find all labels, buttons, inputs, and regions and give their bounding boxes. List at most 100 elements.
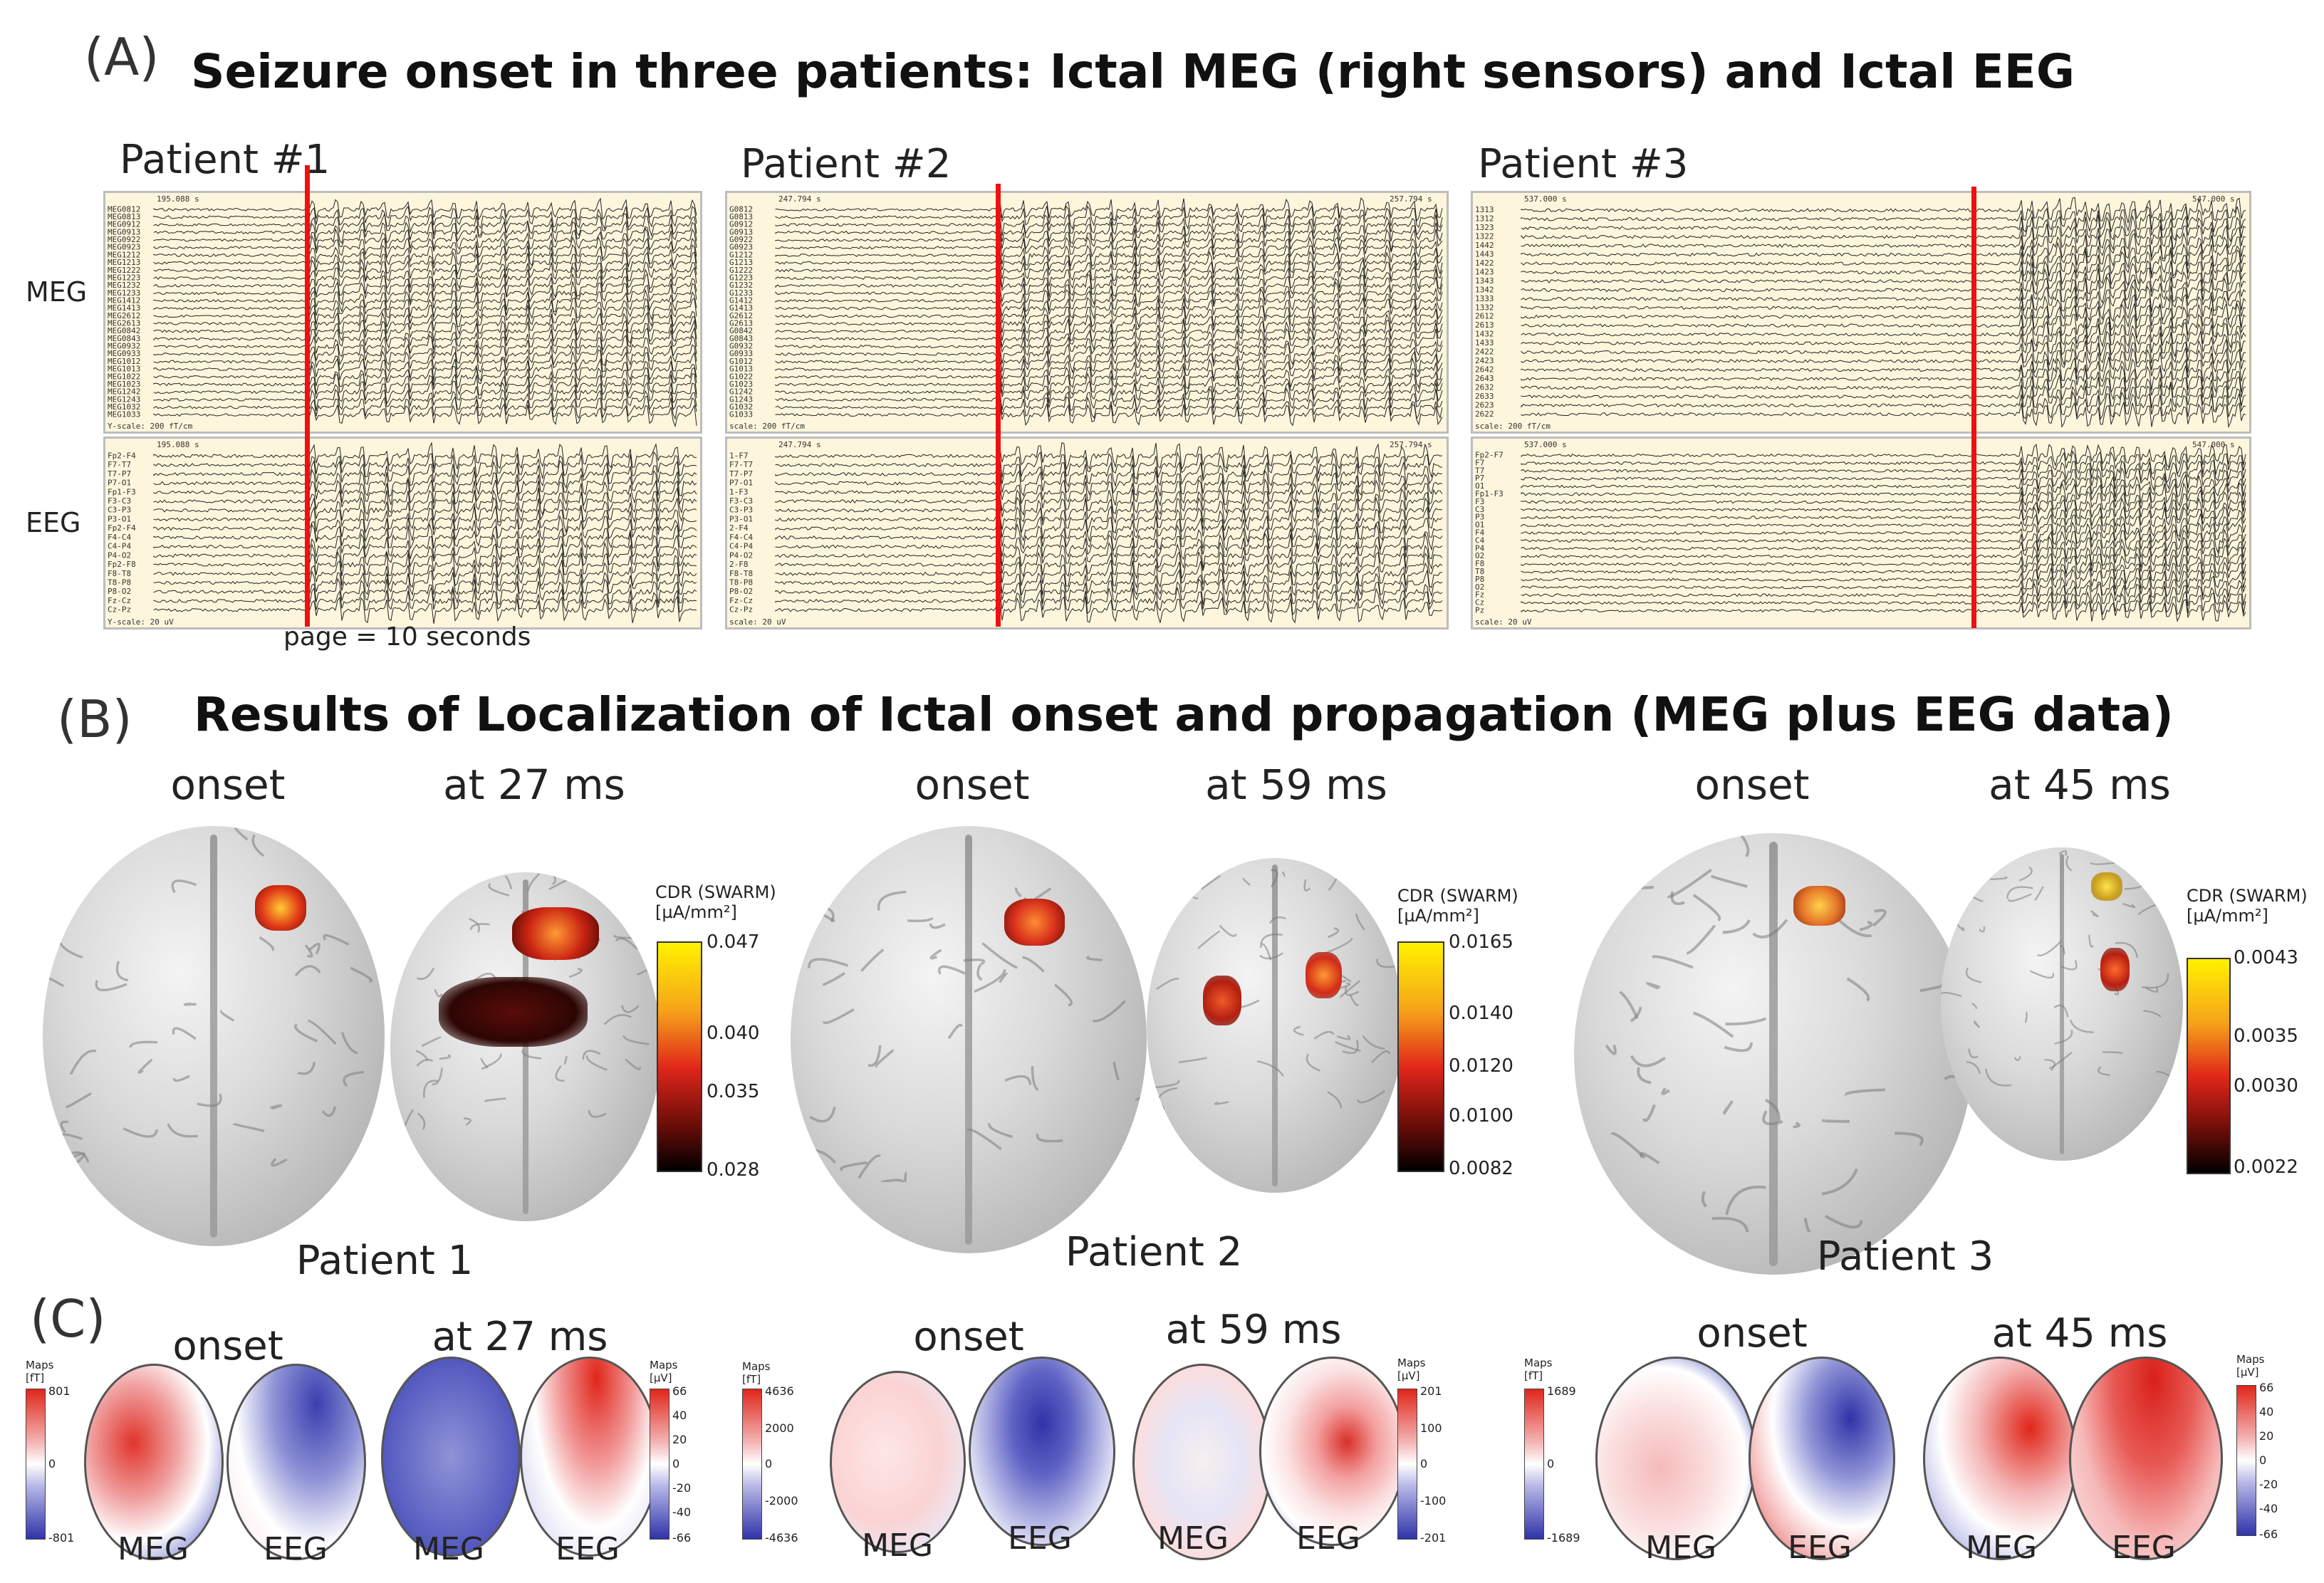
p2-onset-activation [1004,899,1065,946]
channel-label: MEG0912 [108,220,140,229]
sulcus-line [60,1120,69,1133]
c2-later-eeg-label: EEG [1296,1520,1360,1557]
channel-trace [1521,241,2246,269]
sulcus-line [129,1040,158,1048]
channel-label: G0842 [729,326,753,335]
channel-trace [1521,320,2246,349]
sulcus-line [432,883,446,890]
sulcus-line [1342,1040,1359,1054]
sulcus-line [791,907,818,920]
channel-trace [1521,338,2246,366]
channel-label: C3-P3 [729,506,753,515]
sulcus-line [1944,876,1964,891]
sulcus-line [1622,856,1645,882]
sulcus-line [132,826,143,832]
p2-later-caption: at 59 ms [1205,761,1387,809]
sulcus-line [2137,902,2159,916]
channel-trace [775,214,1443,237]
sulcus-line [2090,862,2117,865]
page-duration-note: page = 10 seconds [283,622,531,652]
channel-label: P7 [1475,474,1484,483]
sulcus-line [2090,910,2099,918]
channel-label: Fp1-F3 [108,487,136,496]
channel-trace [1521,489,2246,513]
c2-meg-cb-tick: 0 [765,1457,773,1470]
channel-trace [775,288,1443,313]
sulcus-line [830,867,838,875]
channel-label: G0813 [729,212,753,221]
channel-label: MEG0923 [108,243,140,252]
p1-onset-fissure [210,834,217,1238]
channel-label: G1243 [729,395,753,404]
c2-meg-cb-tick: -2000 [765,1494,798,1508]
channel-trace [1521,206,2246,233]
sulcus-line [1355,913,1365,931]
channel-label: MEG0812 [108,204,140,214]
sulcus-line [251,834,265,857]
channel-label: MEG1222 [108,266,140,275]
channel-trace [775,387,1443,412]
sulcus-line [947,1023,964,1040]
p2-cb-tick: 0.0100 [1449,1105,1513,1127]
channel-label: G0932 [729,342,753,351]
p2-cb-tick: 0.0120 [1449,1055,1513,1077]
sulcus-line [71,1152,86,1164]
channel-trace [775,596,1443,624]
channel-trace [1521,560,2246,584]
sulcus-line [811,903,835,923]
sulcus-line [2034,886,2044,902]
c3-meg-colorbar [1524,1389,1544,1540]
sulcus-line [423,1080,439,1098]
patient3-onset-line [1971,187,1976,628]
sulcus-line [2124,883,2145,890]
time-label-left: 247.794 s [778,440,821,449]
p2-onset-fissure [965,835,972,1245]
channel-trace [775,514,1443,543]
sulcus-line [350,966,373,983]
c1-later-eeg-label: EEG [556,1531,620,1567]
channel-trace [775,220,1443,244]
channel-label: G1013 [729,365,753,374]
channel-label: G0912 [729,220,753,229]
channel-trace [1521,249,2246,277]
sulcus-line [568,968,583,978]
sulcus-line [1859,920,1873,931]
p3-onset-gyri [1574,833,1973,1232]
sulcus-line [999,972,1009,983]
channel-trace [775,587,1443,615]
panel-a-letter: (A) [84,27,160,87]
channel-trace [1521,481,2246,507]
sulcus-line [2145,986,2159,993]
c2-eeg-colorbar [1397,1389,1417,1540]
channel-trace [775,305,1443,328]
c3-eeg-cb-title: Maps[µV] [2236,1353,2265,1379]
channel-label: MEG0813 [108,212,140,221]
channel-label: MEG0842 [108,326,140,335]
channel-label: G1232 [729,281,753,290]
meg-trace-svg: 195.088 sY-scale: 200 fT/cmMEG0812MEG081… [108,194,697,431]
channel-trace [775,243,1443,267]
time-label-left: 195.088 s [157,194,199,204]
sulcus-line [988,1123,1014,1139]
channel-label: Fz-Cz [729,596,753,605]
sulcus-line [271,1158,288,1167]
channel-label: F8 [1475,559,1484,568]
time-label-left: 537.000 s [1524,194,1567,204]
sulcus-line [1259,952,1283,960]
sulcus-line [308,942,321,955]
channel-trace [153,469,697,497]
sulcus-line [563,1055,568,1065]
channel-trace [1521,276,2246,304]
p3-later-brain [1941,847,2183,1161]
sulcus-line [488,883,510,897]
channel-trace [153,227,697,253]
sulcus-line [875,1049,895,1068]
sulcus-line [1971,1002,1978,1009]
c3-later-meg-label: MEG [1966,1530,2037,1566]
sulcus-line [1762,1110,1783,1126]
sulcus-line [1155,1080,1180,1089]
sulcus-line [966,1128,1002,1151]
